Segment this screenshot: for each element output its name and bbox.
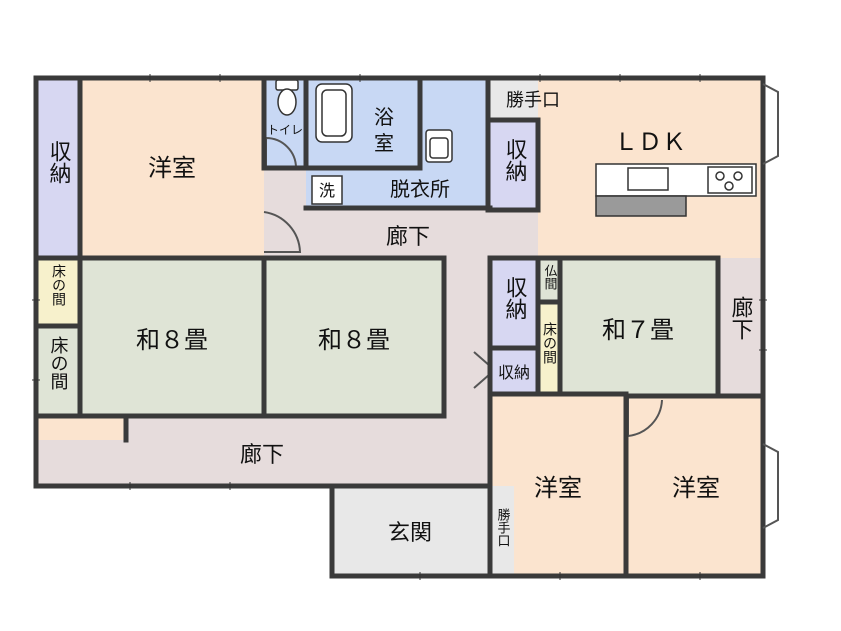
window-marks [32, 74, 767, 580]
storage-nw-label: 収納 [46, 140, 72, 184]
entrance-area [332, 486, 490, 576]
hall-south-label: 廊下 [240, 443, 284, 468]
storage-ldk-label: 収納 [502, 138, 528, 182]
tokonoma-large-area [36, 326, 80, 416]
toilet-bowl-icon [277, 88, 297, 116]
tokonoma-small-area [36, 258, 80, 324]
storage-small-door-icon [473, 351, 491, 389]
ldk-label: ＬＤＫ [614, 128, 686, 156]
kitchen-counter-lower-icon [595, 195, 687, 217]
washitsu-east-label: 和７畳 [602, 316, 674, 344]
stove-burner-3-icon [724, 181, 734, 191]
ldk-upper-area [580, 78, 763, 120]
western-room-nw-area [80, 78, 264, 258]
storage-mid-area [490, 258, 538, 348]
kitchen-sink-icon [627, 167, 669, 191]
butsuma-area [538, 258, 560, 302]
entrance-label: 玄関 [388, 521, 432, 546]
hall-door-swing-icon [263, 211, 302, 253]
hall-east-label: 廊下 [728, 296, 754, 340]
western-se-door-swing-icon [627, 398, 663, 438]
back-door-top-label: 勝手口 [506, 90, 560, 111]
wash-label: 洗 [319, 181, 335, 200]
bay-window-ldk-icon [762, 83, 779, 165]
washitsu-east-area [560, 258, 718, 394]
storage-nw-area [36, 78, 80, 258]
washitsu-center-area [264, 258, 444, 416]
bathtub-inner-icon [321, 89, 347, 137]
hallway-east-area [718, 258, 763, 396]
western-room-sc-label: 洋室 [534, 474, 582, 502]
stove-burner-1-icon [715, 171, 725, 181]
washitsu-west-label: 和８畳 [136, 326, 208, 354]
bath-label-2: 室 [374, 131, 394, 155]
washbasin-inner-icon [429, 137, 449, 159]
toilet-door-swing-icon [265, 136, 297, 169]
hall-center-label: 廊下 [386, 225, 430, 250]
toilet-label: トイレ [267, 123, 303, 137]
washitsu-west-area [80, 258, 264, 416]
bay-window-se-icon [762, 443, 779, 529]
washitsu-center-label: 和８畳 [318, 326, 390, 354]
dressing-room-label: 脱衣所 [390, 177, 450, 201]
storage-mid-label: 収納 [502, 276, 528, 320]
back-door-south-label: 勝手口 [495, 508, 511, 547]
storage-small-area [490, 348, 538, 394]
tokonoma-east-area [538, 302, 560, 394]
storage-small-label: 収納 [498, 363, 530, 382]
western-room-nw-label: 洋室 [148, 154, 196, 182]
veranda-strip-area [36, 416, 126, 440]
walls [33, 75, 766, 579]
butsuma-label: 仏間 [542, 264, 558, 291]
hallway-vertical-area [444, 255, 489, 425]
tokonoma-large-label: 床の間 [48, 336, 69, 391]
western-room-se-label: 洋室 [672, 474, 720, 502]
washing-machine-icon [311, 175, 343, 205]
back-door-south-area [490, 486, 514, 576]
bath-label-1: 浴 [374, 105, 394, 129]
tokonoma-small-label: 床の間 [50, 264, 66, 307]
tokonoma-east-label: 床の間 [541, 322, 557, 365]
stove-burner-2-icon [733, 171, 743, 181]
storage-ldk-area [490, 120, 538, 210]
